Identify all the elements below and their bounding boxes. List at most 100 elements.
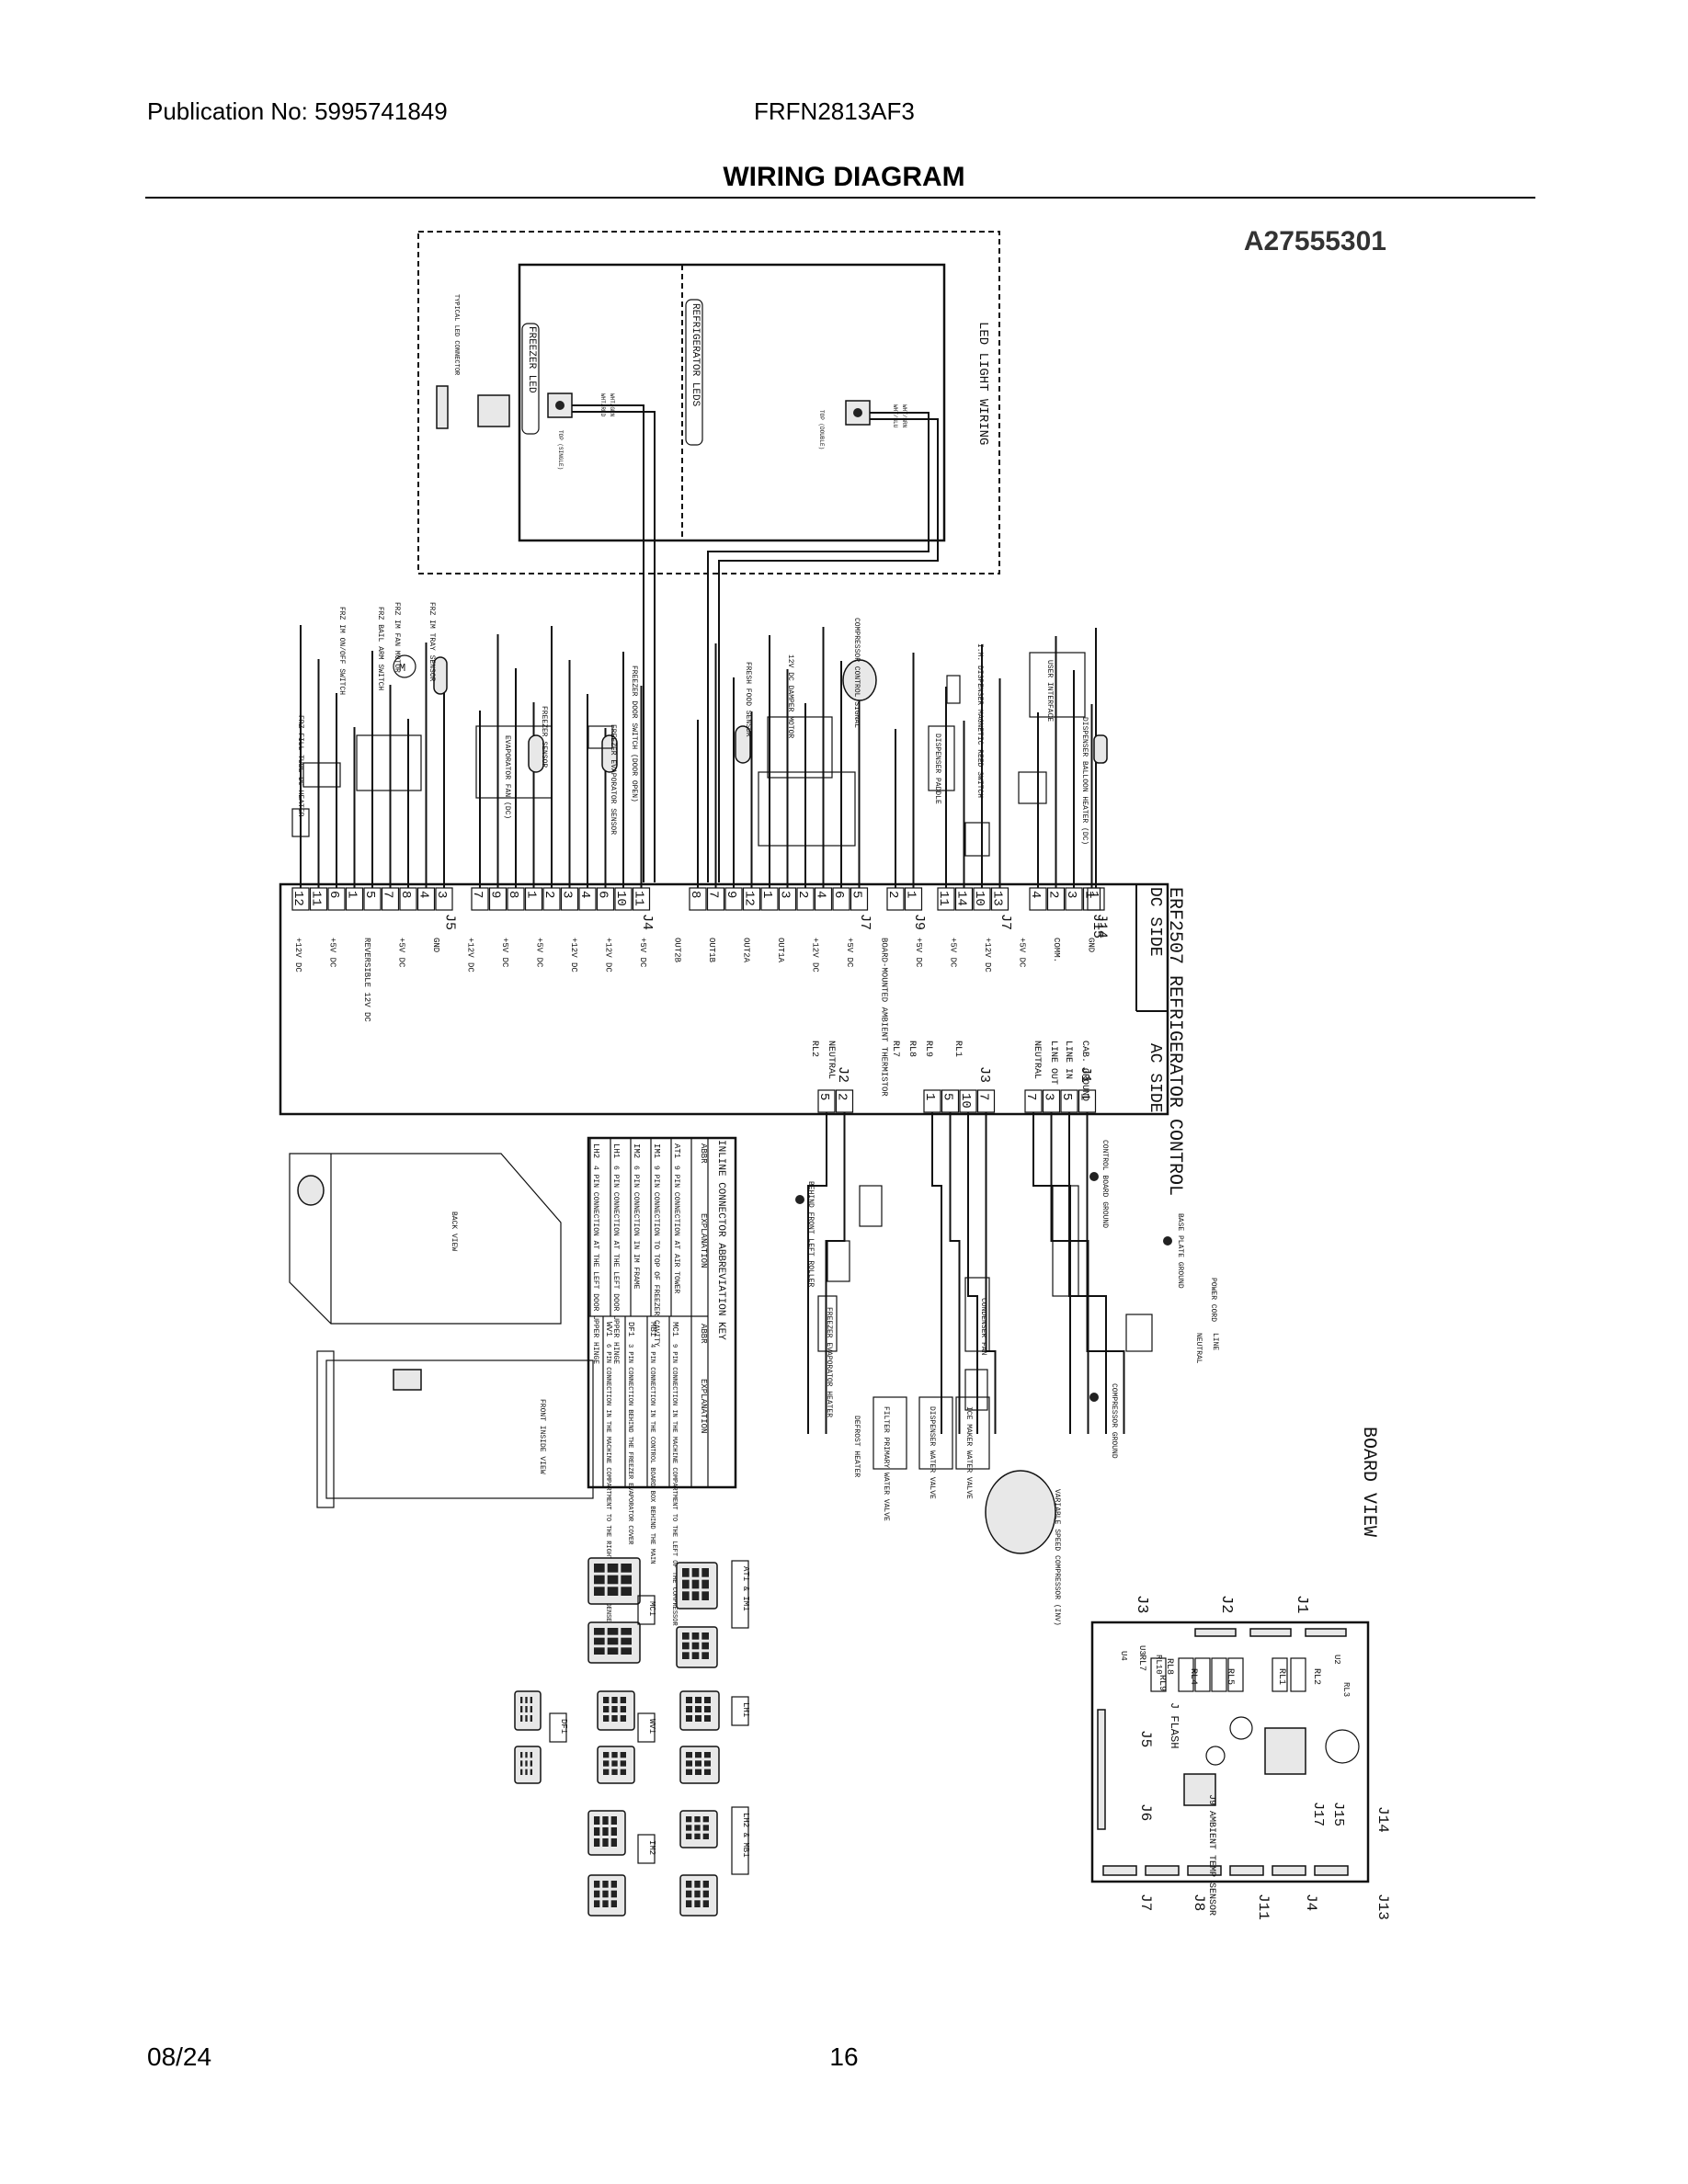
reed-switch-icon [946, 675, 961, 704]
pinout-cavity [695, 1760, 701, 1767]
ac-pin-number: 10 [958, 1093, 973, 1109]
pinout-shape [514, 1746, 542, 1784]
dc-pin-number: 13 [990, 891, 1005, 906]
pinout-cavity [603, 1769, 610, 1775]
board-capacitor [1229, 1716, 1253, 1740]
board-header [1229, 1865, 1264, 1876]
ac-connector-label: J3 [976, 1066, 992, 1083]
pinout-cavity [610, 1827, 617, 1836]
pinout-cavity [701, 1591, 709, 1600]
board-chip [1183, 1773, 1216, 1806]
dc-voltage-label: +5V DC [914, 938, 923, 968]
refrigerator-led-bulb-icon [853, 408, 862, 417]
connector-tag-label: AT1 & IM1 [741, 1566, 750, 1611]
pinout-cavity [704, 1752, 711, 1758]
ac-component-label: FILTER PRIMARY WATER VALVE [882, 1406, 890, 1521]
ac-component-label: POWER CORD [1209, 1278, 1217, 1322]
dc-pin-number: 3 [1064, 891, 1078, 898]
control-board-ground-icon [1089, 1172, 1099, 1181]
dc-connector-label: J4 [639, 914, 655, 930]
ac-wire [949, 1112, 961, 1434]
dc-pin-number: 5 [362, 891, 377, 898]
ac-line-label: RL1 [952, 1041, 963, 1057]
dc-component-label: USER INTERFACE [1045, 660, 1054, 722]
wv1-connector-box [964, 1369, 988, 1411]
board-relay [1211, 1657, 1227, 1692]
pinout-cavity [621, 1575, 632, 1585]
pinout-cavity [621, 1647, 632, 1655]
pinout-cavity [695, 1752, 701, 1758]
pinout-cavity [691, 1642, 700, 1650]
board-header [1194, 1628, 1237, 1637]
back-view-cabinet [289, 1153, 562, 1325]
compressor-signal-icon [842, 659, 877, 701]
board-header [1187, 1865, 1222, 1876]
dc-connector-label: J9 [911, 914, 927, 930]
ac-component-label: DEFROST HEATER [852, 1416, 861, 1477]
pinout-cavity [594, 1637, 605, 1645]
key-row-abbr: LH1 [611, 1143, 621, 1158]
pinout-cavity [704, 1706, 711, 1712]
dc-component-label: COMPRESSOR CONTROL SIGNAL [852, 618, 861, 728]
ac-connector-label: J1 [1078, 1066, 1093, 1083]
key-row-abbr: DF1 [626, 1322, 635, 1337]
dc-pin-number: 12 [742, 891, 757, 906]
key-table-frame [587, 1136, 737, 1489]
pinout-cavity [691, 1568, 700, 1577]
board-relay [1272, 1657, 1288, 1692]
pinout-cavity [594, 1838, 600, 1847]
dc-pin-number: 11 [936, 891, 951, 906]
key-row-text: 6 PIN CONNECTION IN IM FRAME [632, 1166, 640, 1290]
dc-pin-number: 12 [291, 891, 305, 906]
board-capacitor [1205, 1746, 1226, 1766]
pinout-cavity [530, 1769, 532, 1775]
board-header [1272, 1865, 1306, 1876]
fresh-food-sensor-icon [735, 725, 751, 764]
damper-motor-box [767, 716, 833, 779]
connector-tag-label: LH1 [741, 1702, 750, 1717]
led-wire-4 [718, 418, 939, 882]
power-cord-plug-icon [1125, 1314, 1153, 1352]
board-view: BOARD VIEW J1J2J3J14J15J17J13J4J11J8J7J6… [1090, 1427, 1391, 1920]
im2-connector-box [356, 734, 422, 791]
pinout-cavity [520, 1769, 523, 1775]
ac-line-label: NEUTRAL [1032, 1041, 1042, 1079]
pinout-cavity [701, 1642, 709, 1650]
key-row-text: 4 PIN CONNECTION AT THE LEFT DOOR UPPER … [591, 1166, 599, 1364]
dc-connector-label: J15 [1089, 914, 1105, 938]
pinout-cavity [610, 1881, 617, 1888]
board-relay [1178, 1657, 1194, 1692]
dc-voltage-label: +12V DC [466, 938, 475, 973]
evaporator-fan-box [475, 725, 553, 799]
dc-pin-number: 14 [954, 891, 969, 906]
ambient-sensor-label: J9 AMBIENT TEMP SENSOR [1206, 1794, 1216, 1916]
balloon-heater-icon [1093, 734, 1108, 764]
dc-pin-number: 1 [345, 891, 359, 898]
pinout-cavity [695, 1697, 701, 1703]
ac-component-label: FREEZER EVAPORATOR HEATER [825, 1307, 833, 1417]
dc-pin-number: 7 [381, 891, 395, 898]
freezer-led-tag [521, 323, 540, 435]
ac-line-label: RL2 [809, 1041, 819, 1057]
dc-component-label: FREEZER DOOR SWITCH (DOOR OPEN) [630, 665, 638, 802]
dc-pin-number: 9 [488, 891, 503, 898]
dc-pin-number: 1 [1082, 891, 1097, 898]
board-view-label: J1 [1293, 1595, 1310, 1613]
ac-harness [795, 1112, 1172, 1554]
pinout-cavity [694, 1825, 701, 1831]
pinout-cavity [704, 1769, 711, 1775]
front-inside-view-door [316, 1350, 335, 1508]
dc-voltage-label: +5V DC [845, 938, 854, 968]
pinout-cavity [611, 1769, 618, 1775]
pinout-cavity [686, 1833, 692, 1839]
dc-pin-number: 4 [814, 891, 828, 898]
refrigerator-leds-tag [685, 299, 703, 446]
ac-wires [807, 1112, 1125, 1434]
lh1-connector-box [1018, 771, 1047, 804]
dc-component-label: FREEZER SENSOR [540, 706, 548, 768]
